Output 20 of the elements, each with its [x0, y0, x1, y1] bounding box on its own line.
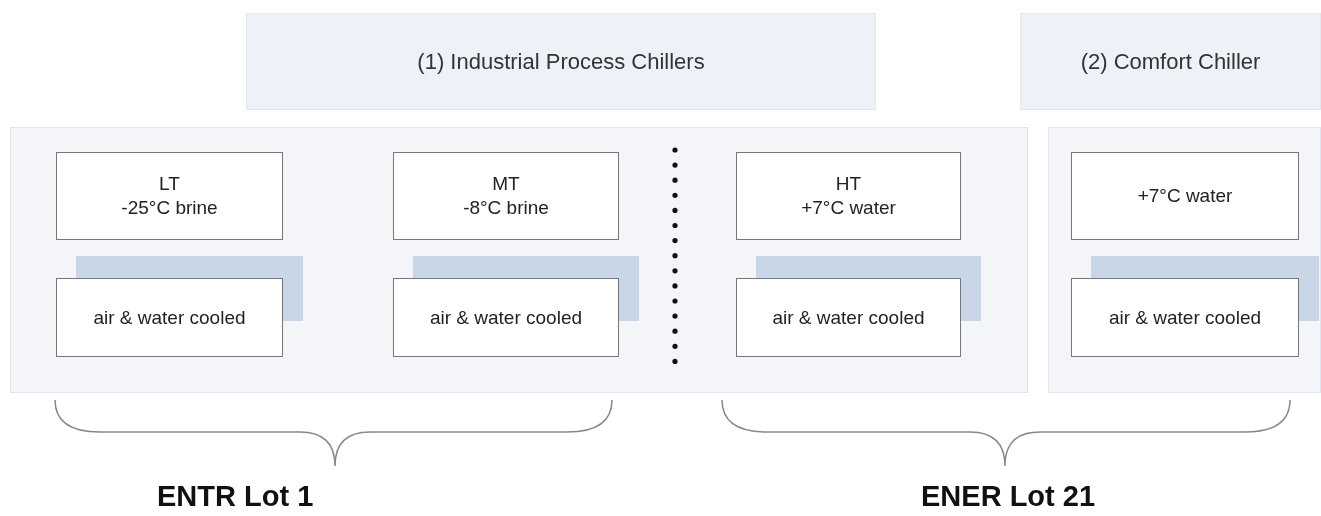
- group-label: ENER Lot 21: [921, 480, 1096, 513]
- category-header: (1) Industrial Process Chillers: [246, 13, 876, 110]
- category-header: (2) Comfort Chiller: [1020, 13, 1321, 110]
- chiller-type: MT: [492, 172, 520, 196]
- chiller-box: +7°C water: [1071, 152, 1299, 240]
- chiller-box: [393, 152, 619, 240]
- group-label: ENTR Lot 1: [157, 480, 314, 513]
- chiller-box: [736, 152, 961, 240]
- temperature-text: -8°C brine: [463, 196, 549, 220]
- chiller-box: [56, 152, 283, 240]
- temperature-text: -25°C brine: [121, 196, 218, 220]
- chiller-box: air & water cooled: [736, 278, 961, 357]
- chiller-box: air & water cooled: [393, 278, 619, 357]
- temperature-text: +7°C water: [801, 196, 896, 220]
- group-panel: [10, 127, 1028, 393]
- chiller-box: air & water cooled: [1071, 278, 1299, 357]
- chiller-type: LT: [159, 172, 180, 196]
- chiller-type: HT: [835, 172, 862, 196]
- chiller-box: air & water cooled: [56, 278, 283, 357]
- group-panel: [1048, 127, 1321, 393]
